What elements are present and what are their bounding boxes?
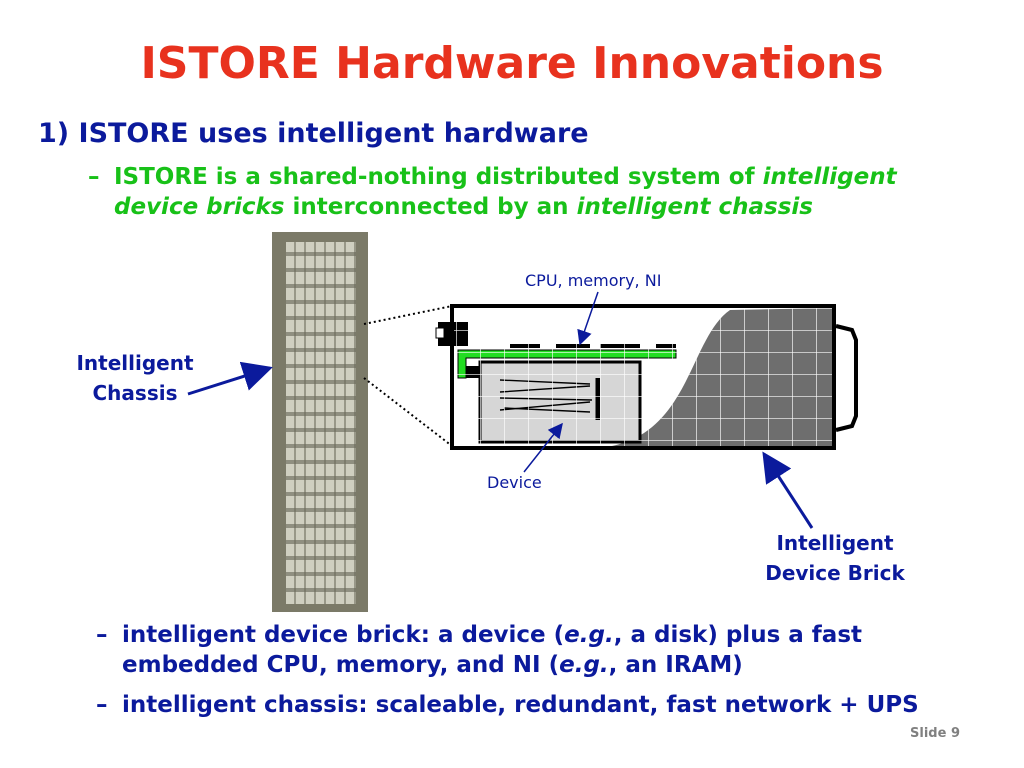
sub-point-dash: – [88, 164, 100, 190]
sub-point-text: ISTORE is a shared-nothing distributed s… [114, 162, 978, 222]
sub-point-part3: interconnected by an [284, 194, 577, 220]
brick-enclosure-outline [450, 304, 836, 450]
chassis-photo-slots [286, 242, 356, 604]
bullet-brick-p5: , an IRAM) [608, 652, 743, 678]
bullet-brick-dash: – [96, 622, 108, 648]
brick-handle [835, 324, 858, 432]
cpu-label: CPU, memory, NI [525, 271, 662, 290]
device-arrow [523, 422, 563, 473]
bullet-chassis-dash: – [96, 692, 108, 718]
slide-number: Slide 9 [910, 726, 960, 741]
brick-grid [452, 306, 834, 448]
bullet-brick: – intelligent device brick: a device (e.… [96, 620, 996, 680]
brick-connector-port [435, 327, 445, 339]
sub-point-italic-2: intelligent chassis [576, 194, 813, 220]
sub-point-italic-1: intelligent device bricks [114, 164, 897, 220]
zoom-line-top [363, 305, 453, 325]
bullet-brick-p1: intelligent device brick: a device ( [122, 622, 565, 648]
chassis-photo [272, 232, 368, 612]
sub-point: – ISTORE is a shared-nothing distributed… [88, 162, 978, 222]
device-label: Device [487, 473, 542, 492]
cpu-arrow [577, 291, 599, 346]
bullet-brick-p3: , a disk) plus a fast embedded CPU, memo… [122, 622, 863, 678]
chassis-label: Intelligent Chassis [60, 348, 210, 408]
bullet-brick-eg-2: e.g. [559, 652, 609, 678]
main-point: 1) ISTORE uses intelligent hardware [38, 118, 589, 149]
sub-point-part1: ISTORE is a shared-nothing distributed s… [114, 164, 763, 190]
bullet-chassis: – intelligent chassis: scaleable, redund… [96, 690, 996, 720]
brick-arrow [762, 451, 814, 529]
bullet-brick-eg-1: e.g. [564, 622, 614, 648]
brick-label-line2: Device Brick [765, 561, 905, 585]
chassis-arrow [187, 361, 273, 396]
chassis-photo-columns [286, 242, 356, 604]
bullet-brick-text: intelligent device brick: a device (e.g.… [122, 620, 996, 680]
brick-label-line1: Intelligent [776, 531, 894, 555]
slide-title: ISTORE Hardware Innovations [140, 38, 884, 89]
zoom-line-bottom [363, 377, 453, 447]
chassis-label-line2: Chassis [92, 381, 178, 405]
chassis-label-line1: Intelligent [76, 351, 194, 375]
brick-label: Intelligent Device Brick [740, 528, 930, 588]
bullet-chassis-text: intelligent chassis: scaleable, redundan… [122, 692, 919, 718]
